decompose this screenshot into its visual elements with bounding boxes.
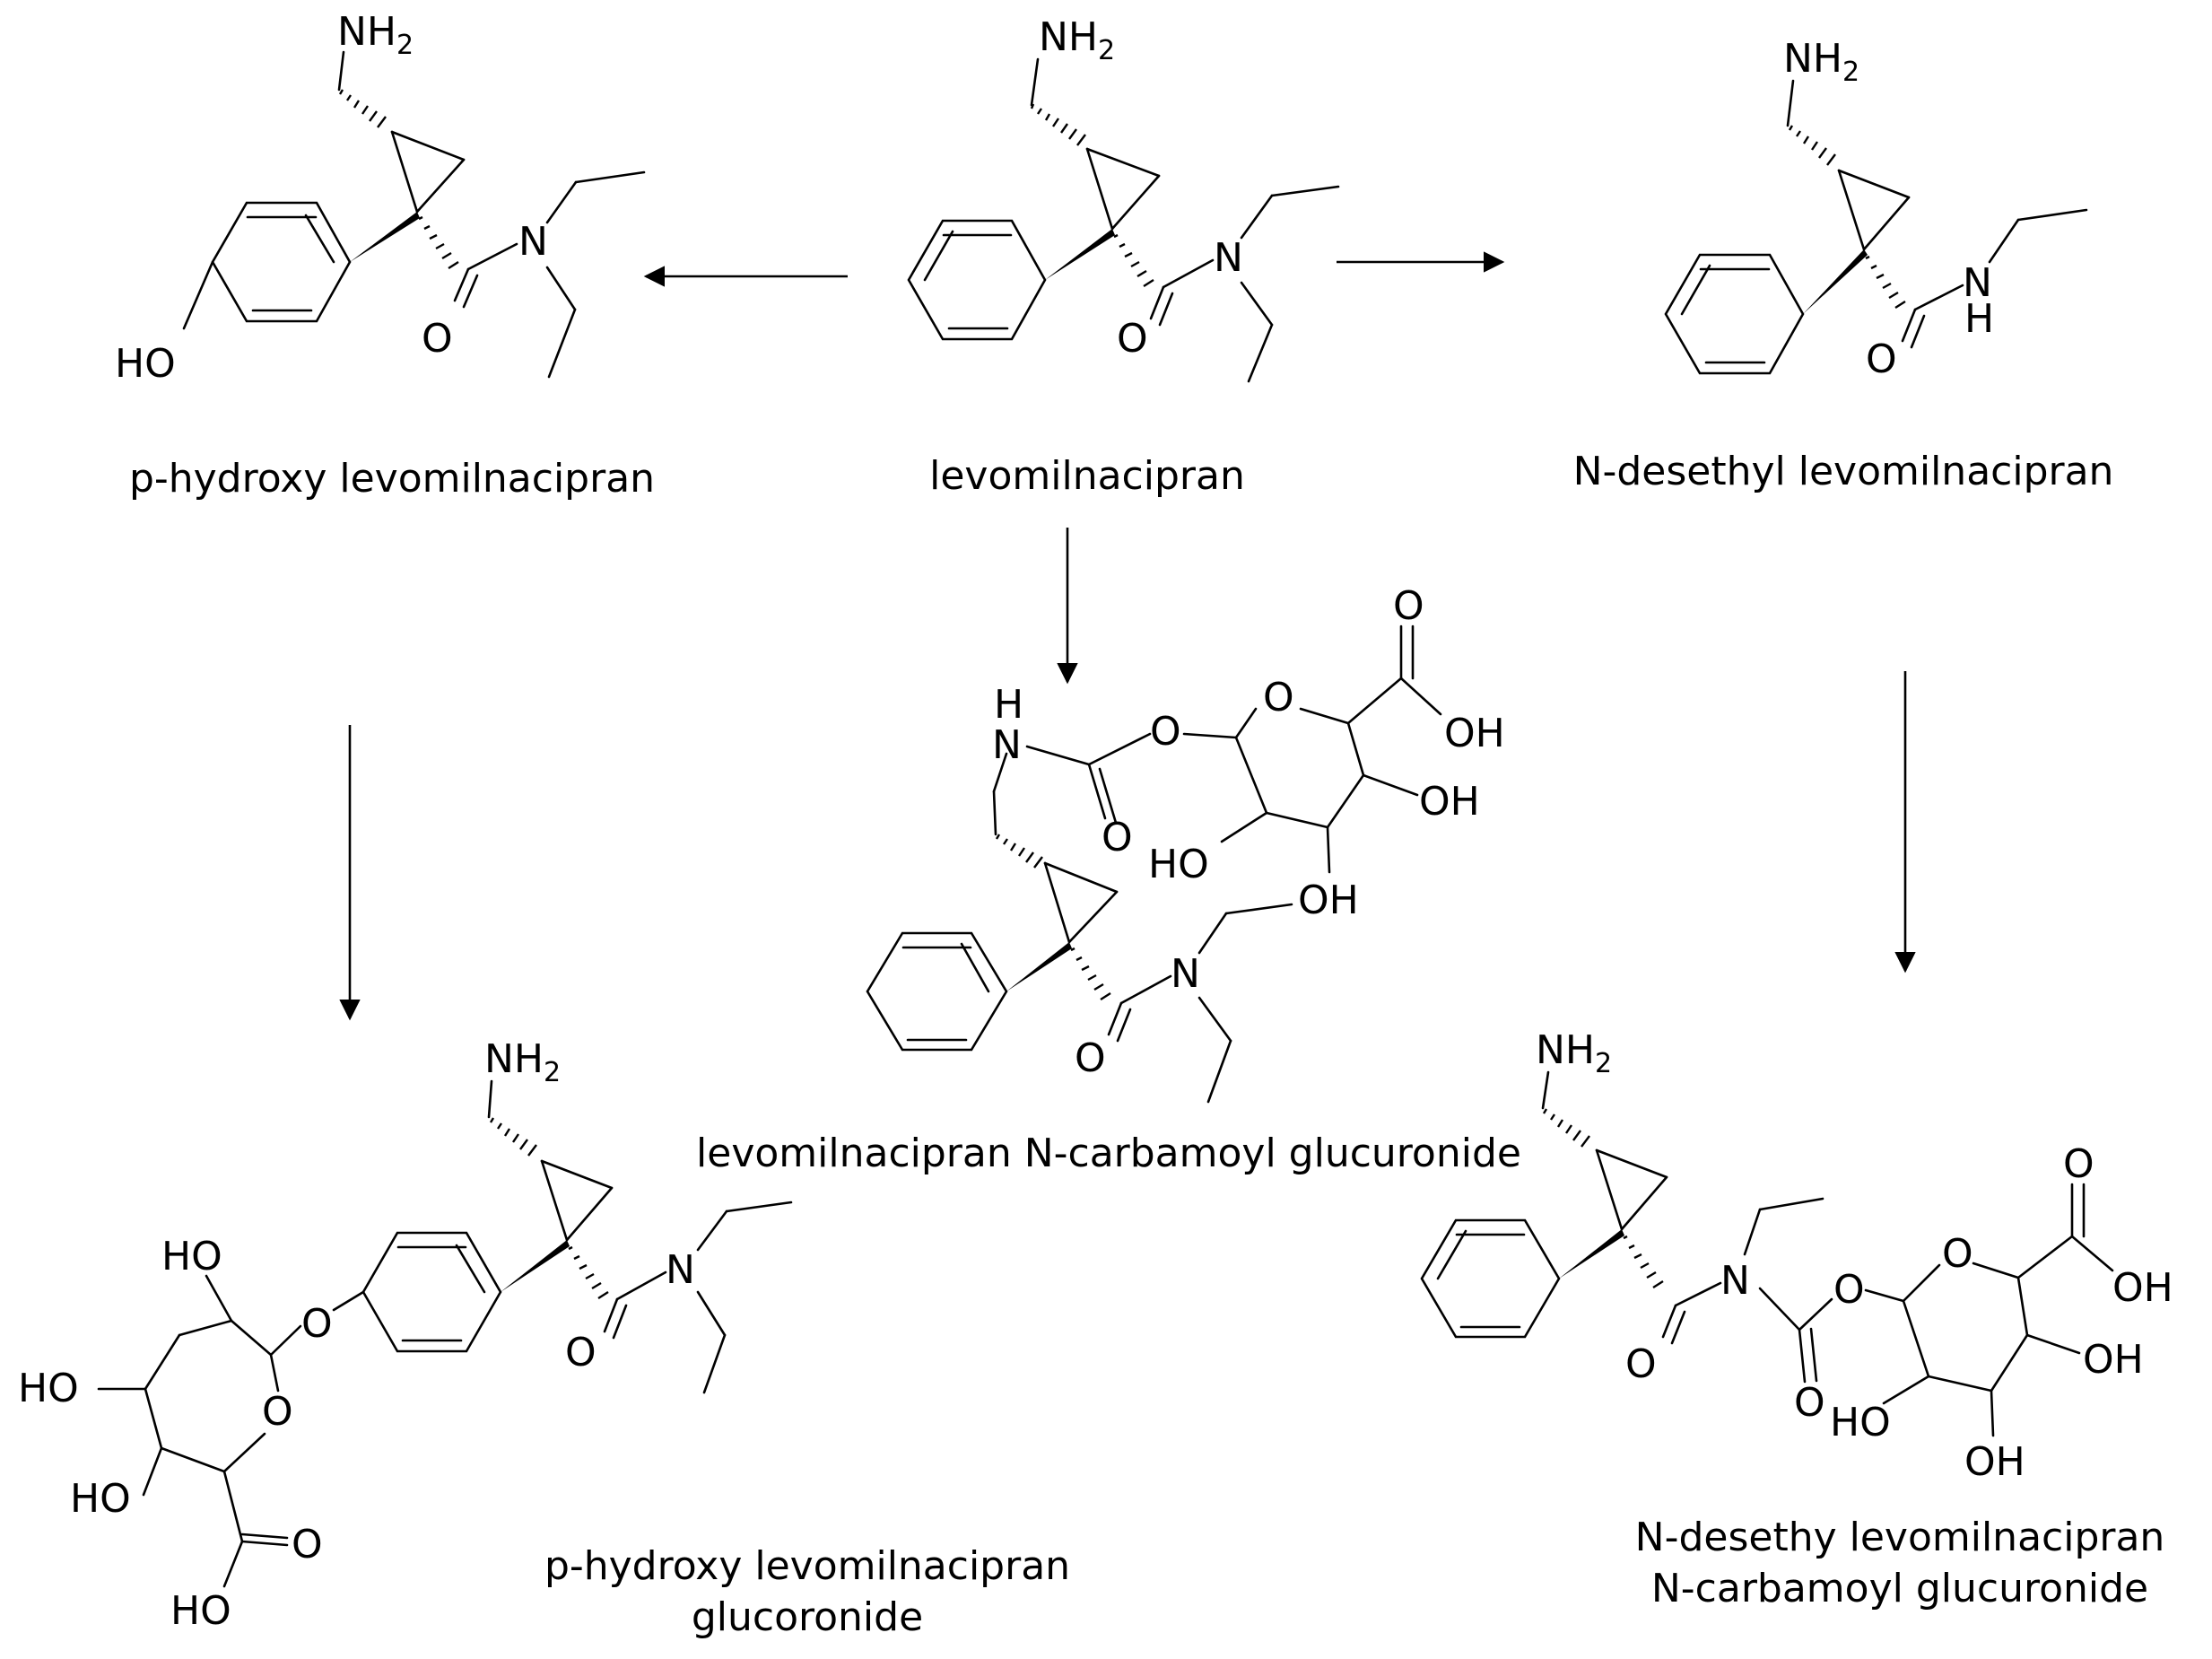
- structure-n-desethyl-n-carbamoyl-glucuronide: NH2 N O O O O O OH OH HO OH: [1420, 1027, 2173, 1485]
- atom-ho: HO: [115, 341, 176, 387]
- atom-o: O: [1150, 709, 1181, 755]
- atom-o: O: [2063, 1141, 2094, 1187]
- svg-text:NH2: NH2: [1783, 36, 1859, 88]
- atom-ho: HO: [1148, 842, 1209, 887]
- label-levomilnacipran: levomilnacipran: [929, 453, 1245, 499]
- label-n-desethyl: N-desethyl levomilnacipran: [1573, 449, 2114, 494]
- atom-oh: OH: [1444, 711, 1505, 756]
- atom-o: O: [1794, 1380, 1825, 1426]
- label-n-carbamoyl-glucuronide: levomilnacipran N-carbamoyl glucuronide: [696, 1131, 1521, 1176]
- atom-o: O: [1117, 316, 1148, 362]
- atom-o: O: [1102, 815, 1133, 860]
- atom-n: N: [1720, 1258, 1750, 1304]
- atom-n: N: [1171, 951, 1200, 997]
- atom-oh: OH: [1964, 1439, 2025, 1485]
- atom-o: O: [301, 1301, 333, 1347]
- atom-nh2: NH: [1783, 36, 1842, 82]
- atom-ho: HO: [170, 1588, 231, 1634]
- atom-o: O: [292, 1522, 323, 1567]
- atom-oh: OH: [2083, 1337, 2144, 1383]
- svg-text:NH2: NH2: [484, 1036, 561, 1088]
- atom-nh2: NH: [337, 9, 396, 55]
- reaction-arrows: [339, 251, 1916, 1021]
- atom-o: O: [1625, 1341, 1657, 1387]
- atom-o: O: [262, 1389, 293, 1435]
- atom-ho: HO: [1830, 1400, 1891, 1445]
- svg-text:NH2: NH2: [1536, 1027, 1612, 1079]
- atom-nh2: NH: [1536, 1027, 1595, 1073]
- atom-h: H: [994, 682, 1023, 728]
- atom-h: H: [1964, 296, 1994, 342]
- atom-ho: HO: [70, 1476, 131, 1522]
- atom-nh2: NH: [484, 1036, 544, 1082]
- atom-o: O: [1942, 1231, 1973, 1277]
- atom-oh: OH: [1419, 779, 1480, 825]
- atom-n: N: [992, 722, 1022, 768]
- structure-p-hydroxy-glucoronide: NH2 N O O O HO HO HO O HO: [18, 1036, 793, 1634]
- atom-o: O: [1263, 675, 1294, 720]
- atom-o: O: [1866, 336, 1897, 382]
- svg-text:NH2: NH2: [337, 9, 414, 61]
- label-p-hydroxy: p-hydroxy levomilnacipran: [129, 456, 655, 502]
- atom-nh2: NH: [1039, 14, 1098, 60]
- atom-o: O: [565, 1330, 597, 1375]
- structure-p-hydroxy-levomilnacipran: NH2 N O HO: [115, 9, 646, 387]
- atom-ho: HO: [18, 1366, 79, 1411]
- label-p-hydroxy-glucoronide-line1: p-hydroxy levomilnacipran: [544, 1543, 1070, 1589]
- atom-o: O: [422, 316, 453, 362]
- atom-n: N: [518, 219, 548, 265]
- label-n-desethyl-glucuronide-line2: N-carbamoyl glucuronide: [1651, 1566, 2148, 1611]
- svg-text:NH2: NH2: [1039, 14, 1115, 66]
- atom-ho: HO: [161, 1234, 222, 1279]
- atom-o: O: [1075, 1035, 1106, 1081]
- atom-n: N: [1963, 260, 1992, 306]
- atom-o: O: [1393, 583, 1424, 629]
- structure-levomilnacipran: NH2 N O: [907, 14, 1340, 383]
- structure-n-carbamoyl-glucuronide: H N O O O O OH OH HO OH N O: [866, 583, 1505, 1104]
- atom-n: N: [666, 1247, 695, 1293]
- structure-n-desethyl-levomilnacipran: NH2 N H O: [1664, 36, 2088, 382]
- atom-o: O: [1833, 1267, 1865, 1313]
- atom-oh: OH: [1298, 878, 1359, 923]
- label-p-hydroxy-glucoronide-line2: glucoronide: [692, 1594, 923, 1640]
- atom-n: N: [1214, 235, 1243, 281]
- label-n-desethyl-glucuronide-line1: N-desethy levomilnacipran: [1635, 1515, 2165, 1560]
- atom-oh: OH: [2112, 1265, 2173, 1311]
